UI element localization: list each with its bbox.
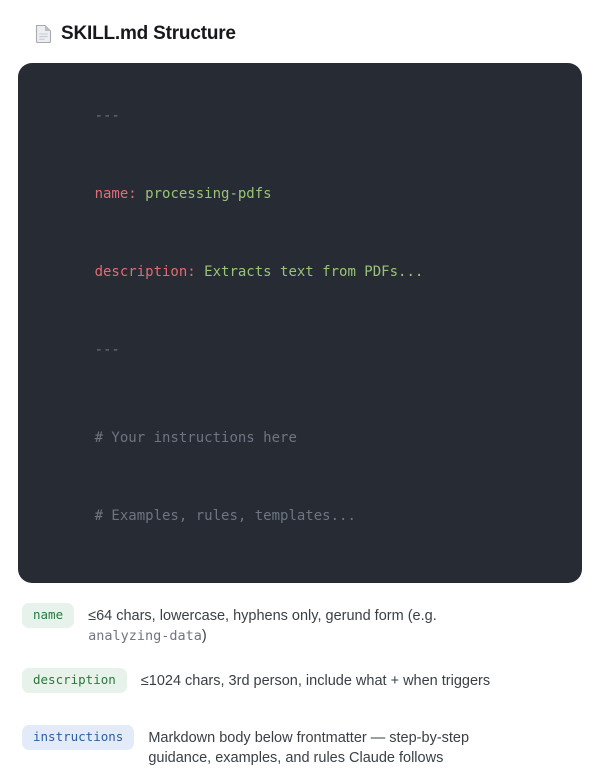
code-line-name: name: processing-pdfs (44, 155, 556, 233)
name-rule-text-before: ≤64 chars, lowercase, hyphens only, geru… (88, 608, 437, 624)
skill-md-code-block: --- name: processing-pdfs description: E… (18, 63, 582, 583)
legend: name ≤64 chars, lowercase, hyphens only,… (18, 603, 582, 768)
page-title: SKILL.md Structure (61, 23, 236, 44)
name-badge: name (22, 603, 75, 628)
yaml-key-description: description: (94, 264, 196, 280)
inline-code-analyzing-data: analyzing-data (88, 628, 202, 644)
code-line-frontmatter-open: --- (44, 77, 556, 155)
frontmatter-close-delimiter: --- (94, 342, 120, 358)
yaml-value-description: Extracts text from PDFs... (195, 264, 424, 280)
header: SKILL.md Structure (35, 23, 582, 45)
instructions-badge: instructions (22, 724, 135, 750)
markdown-comment-2: # Examples, rules, templates... (94, 508, 356, 524)
frontmatter-open-delimiter: --- (94, 108, 120, 124)
code-line-comment-1: # Your instructions here (44, 399, 556, 477)
name-rule-text: ≤64 chars, lowercase, hyphens only, geru… (88, 603, 508, 646)
legend-row-name: name ≤64 chars, lowercase, hyphens only,… (22, 603, 582, 646)
page-icon (35, 24, 52, 44)
yaml-value-name: processing-pdfs (136, 186, 272, 202)
legend-row-instructions: instructions Markdown body below frontma… (22, 724, 582, 768)
code-line-comment-2: # Examples, rules, templates... (44, 477, 556, 555)
description-badge: description (22, 668, 127, 693)
yaml-key-name: name: (94, 186, 137, 202)
name-rule-text-after: ) (201, 628, 207, 644)
markdown-comment-1: # Your instructions here (94, 430, 297, 446)
instructions-rule-text: Markdown body below frontmatter — step-b… (148, 729, 470, 766)
code-line-description: description: Extracts text from PDFs... (44, 233, 556, 311)
legend-row-description: description ≤1024 chars, 3rd person, inc… (22, 668, 582, 693)
code-line-frontmatter-close: --- (44, 311, 556, 389)
description-rule-text: ≤1024 chars, 3rd person, include what + … (140, 673, 491, 689)
